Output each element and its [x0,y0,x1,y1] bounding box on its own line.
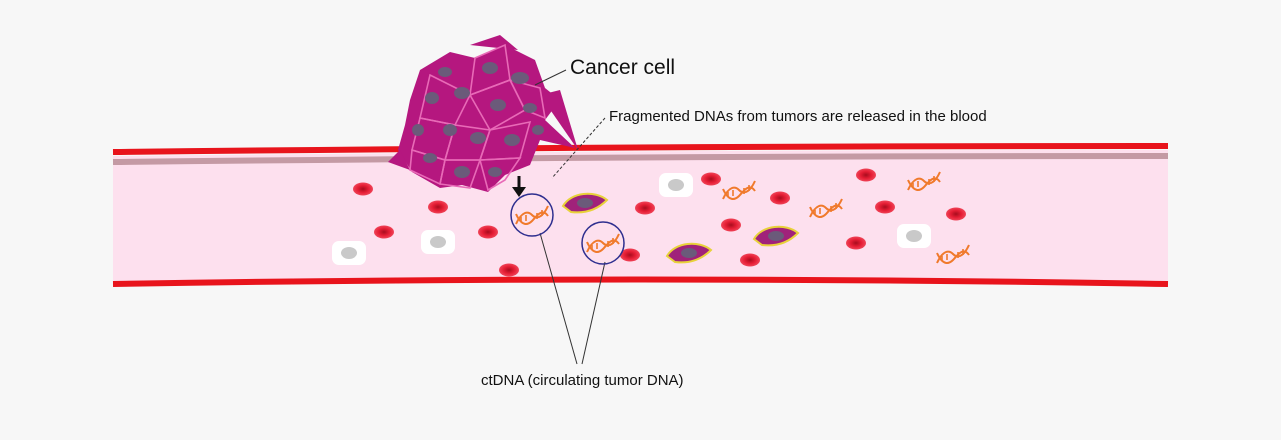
red-blood-cell-icon [428,200,448,214]
blood-vessel [112,143,1169,287]
red-blood-cell-icon [856,168,876,182]
red-blood-cell-icon [721,218,741,232]
white-blood-cell-icon [897,224,931,248]
red-blood-cell-icon [374,225,394,239]
red-blood-cell-icon [635,201,655,215]
white-blood-cell-icon [659,173,693,197]
red-blood-cell-icon [478,225,498,239]
red-blood-cell-icon [770,191,790,205]
ctdna-label: ctDNA (circulating tumor DNA) [481,372,684,389]
leader-lines [534,69,606,365]
red-blood-cell-icon [875,200,895,214]
white-blood-cell-icon [332,241,366,265]
red-blood-cell-icon [846,236,866,250]
red-blood-cell-icon [353,182,373,196]
cancer-cell-label: Cancer cell [570,56,676,79]
cancer-cell-cluster [388,35,578,192]
ctdna-highlight-1 [510,193,554,237]
red-blood-cell-icon [499,263,519,277]
arrow-down-icon [512,176,526,197]
red-blood-cell-icon [946,207,966,221]
fragmented-dna-label: Fragmented DNAs from tumors are released… [609,108,987,125]
red-blood-cell-icon [701,172,721,186]
white-blood-cell-icon [421,230,455,254]
red-blood-cell-icon [740,253,760,267]
ctdna-highlight-2 [581,221,625,265]
